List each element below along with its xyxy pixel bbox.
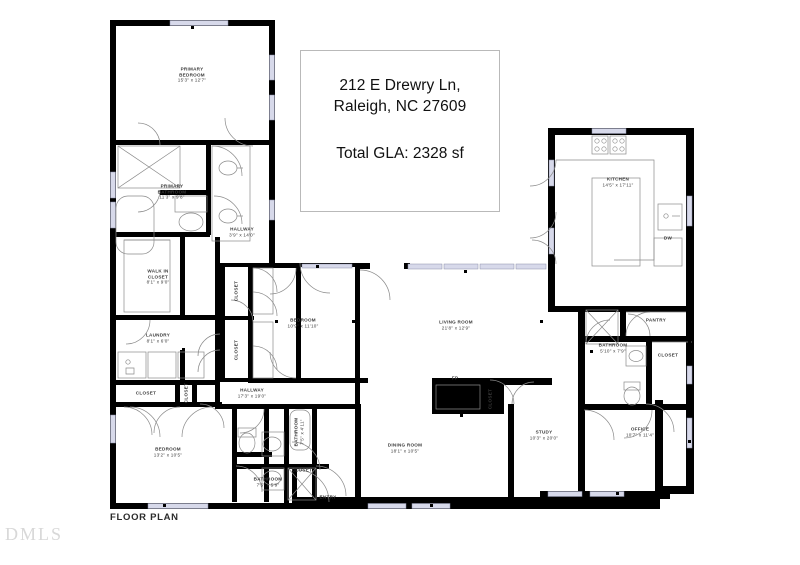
fixtures-and-doors <box>115 117 692 503</box>
address-line-1: 212 E Drewry Ln, <box>339 77 461 94</box>
total-gla: Total GLA: 2328 sf <box>336 145 464 162</box>
address-line-2: Raleigh, NC 27609 <box>333 98 467 115</box>
watermark-dmls: DMLS <box>5 524 64 544</box>
address-title-card: 212 E Drewry Ln, Raleigh, NC 27609 Total… <box>300 50 500 212</box>
floor-plan-caption: FLOOR PLAN <box>110 512 179 523</box>
plan-geometry <box>110 20 694 509</box>
dimension-ticks <box>113 26 691 507</box>
